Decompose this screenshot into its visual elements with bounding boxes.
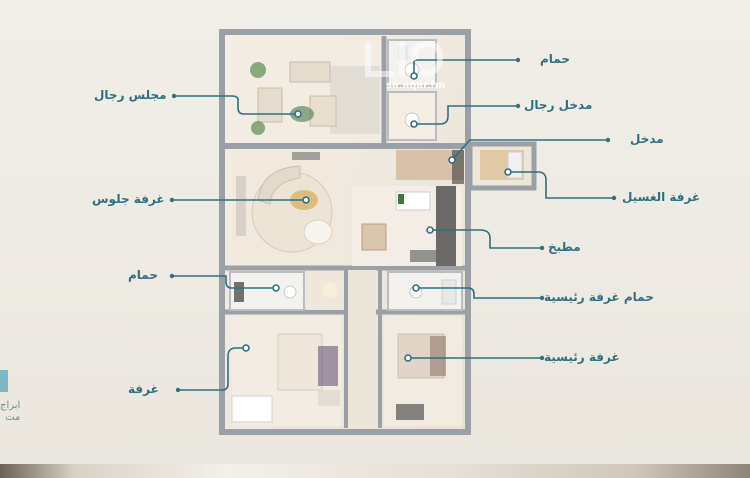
label-bedroom: غرفة [128,382,159,396]
leader-master-bath [416,287,540,299]
label-men-majlis: مجلس رجال [94,88,167,102]
label-master-bath: حمام غرفة رئيسية [544,290,654,304]
label-laundry: غرفة الغسيل [622,190,701,204]
brand-logo: ابراج مت [0,370,20,430]
watermark-logo [365,40,444,77]
brand-logo-text: ابراج مت [0,400,21,423]
leader-majlis [176,95,298,115]
label-bathroom-left: حمام [128,268,158,282]
brand-logo-mark [0,370,8,392]
leader-kitchen [430,229,540,249]
leader-laundry [508,171,612,199]
leader-bedroom [180,347,246,391]
bottom-photo-strip [0,464,750,478]
label-bathroom-top: حمام [540,52,570,66]
label-master-bedroom: غرفة رئيسية [544,350,620,364]
watermark-text: sa.aqar.fm [386,80,446,91]
label-entrance: مدخل [630,132,664,146]
leader-men-entrance [414,105,516,125]
label-men-entrance: مدخل رجال [524,98,593,112]
leader-entrance [451,139,606,161]
label-living-room: غرفة جلوس [92,192,165,206]
label-kitchen: مطبخ [548,240,581,254]
leader-bathroom-left [174,275,276,289]
